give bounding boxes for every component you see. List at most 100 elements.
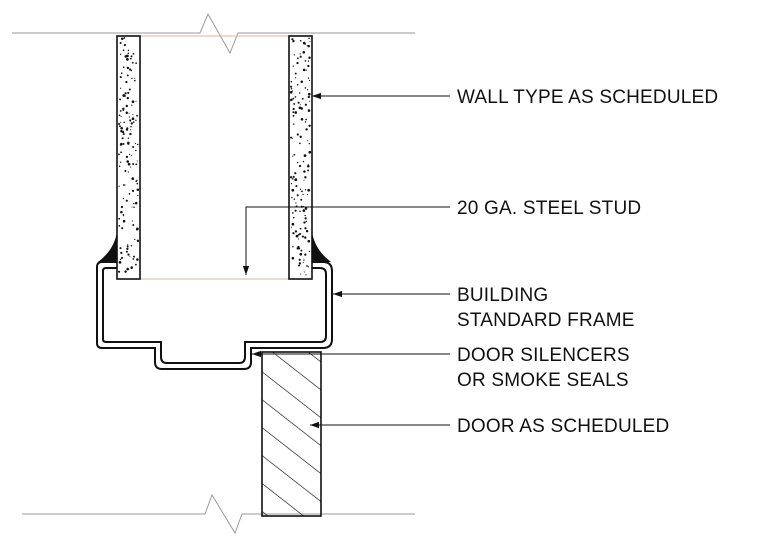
gypsum-speckle	[303, 179, 305, 181]
gypsum-speckle	[123, 121, 125, 124]
left-sealant-bead	[98, 232, 117, 262]
gypsum-speckle	[128, 153, 131, 156]
gypsum-speckle	[120, 115, 122, 117]
gypsum-speckle	[131, 77, 133, 79]
gypsum-speckle	[304, 207, 308, 210]
gypsum-speckle	[292, 212, 294, 214]
gypsum-speckle	[119, 258, 122, 261]
gypsum-speckle	[296, 194, 299, 197]
gypsum-speckle	[305, 118, 307, 121]
gypsum-speckle	[125, 250, 128, 253]
gypsum-speckle	[303, 221, 306, 224]
gypsum-speckle	[125, 80, 128, 84]
gypsum-speckle	[303, 259, 305, 261]
gypsum-speckle	[122, 130, 124, 132]
gypsum-speckle	[307, 60, 310, 62]
gypsum-speckle	[307, 266, 310, 268]
label-silencers-line2: OR SMOKE SEALS	[457, 370, 629, 391]
label-frame-line1: BUILDING	[457, 285, 548, 306]
gypsum-speckle	[295, 234, 299, 238]
gypsum-speckle	[133, 202, 135, 205]
gypsum-speckle	[304, 189, 307, 191]
gypsum-speckle	[136, 160, 138, 162]
gypsum-speckle	[304, 236, 307, 239]
gypsum-speckle	[292, 246, 294, 248]
gypsum-speckle	[292, 41, 294, 43]
gypsum-speckle	[130, 266, 133, 269]
gypsum-speckle	[120, 130, 123, 133]
gypsum-speckle	[292, 232, 295, 235]
gypsum-speckle	[302, 51, 306, 54]
gypsum-speckle	[131, 190, 134, 192]
top-break-line	[12, 12, 415, 55]
gypsum-speckle	[133, 79, 136, 82]
gypsum-speckle	[299, 53, 301, 55]
gypsum-speckle	[127, 52, 130, 55]
gypsum-speckle	[127, 162, 131, 166]
gypsum-speckle	[129, 255, 131, 257]
gypsum-speckle	[130, 125, 132, 128]
gypsum-speckle	[298, 264, 301, 267]
gypsum-speckle	[132, 146, 135, 148]
gypsum-speckle	[119, 98, 122, 101]
gypsum-speckle	[299, 188, 302, 190]
gypsum-speckle	[131, 154, 133, 156]
gypsum-speckle	[308, 37, 310, 40]
gypsum-speckle	[134, 77, 136, 79]
gypsum-speckle	[130, 69, 133, 72]
gypsum-speckle	[119, 110, 122, 112]
gypsum-speckle	[293, 153, 296, 156]
gypsum-speckle	[299, 135, 302, 139]
left-gypsum-board	[116, 35, 141, 280]
gypsum-speckle	[296, 247, 299, 250]
gypsum-speckle	[131, 104, 133, 106]
gypsum-speckle	[122, 214, 125, 216]
gypsum-speckle	[299, 142, 301, 145]
gypsum-speckle	[300, 249, 303, 252]
gypsum-speckle	[135, 149, 137, 152]
gypsum-speckle	[122, 133, 125, 136]
gypsum-speckle	[302, 209, 306, 212]
gypsum-speckle	[293, 102, 296, 105]
gypsum-speckle	[125, 155, 129, 159]
gypsum-speckle	[136, 227, 139, 231]
gypsum-speckle	[304, 227, 307, 230]
gypsum-speckle	[118, 217, 121, 220]
gypsum-speckle	[298, 258, 301, 261]
gypsum-speckle	[306, 193, 309, 195]
gypsum-speckle	[132, 224, 135, 226]
gypsum-speckle	[299, 210, 301, 213]
gypsum-speckle	[303, 271, 305, 273]
gypsum-speckle	[303, 170, 306, 173]
gypsum-speckle	[299, 55, 302, 58]
gypsum-speckle	[297, 233, 300, 236]
gypsum-speckle	[297, 101, 300, 104]
label-door: DOOR AS SCHEDULED	[457, 416, 669, 437]
gypsum-speckle	[118, 165, 121, 168]
gypsum-speckle	[135, 62, 137, 64]
gypsum-speckle	[122, 107, 125, 111]
gypsum-speckle	[125, 111, 129, 114]
label-frame-line2: STANDARD FRAME	[457, 310, 635, 331]
gypsum-speckle	[129, 119, 132, 122]
gypsum-speckle	[134, 201, 138, 205]
gypsum-speckle	[130, 129, 132, 131]
gypsum-speckle	[128, 68, 132, 71]
label-wall-type: WALL TYPE AS SCHEDULED	[457, 87, 718, 108]
gypsum-speckle	[119, 76, 122, 78]
gypsum-speckle	[130, 166, 132, 168]
gypsum-speckle	[119, 125, 121, 128]
gypsum-speckle	[294, 178, 298, 182]
gypsum-speckle	[124, 92, 127, 95]
gypsum-speckle	[120, 37, 124, 40]
gypsum-speckle	[307, 165, 310, 168]
gypsum-speckle	[132, 121, 135, 123]
gypsum-speckle	[118, 114, 121, 117]
gypsum-speckle	[120, 126, 124, 130]
gypsum-speckle	[307, 188, 311, 192]
gypsum-speckle	[131, 206, 133, 208]
gypsum-speckle	[124, 169, 127, 173]
gypsum-speckle	[118, 185, 120, 187]
gypsum-speckle	[127, 49, 130, 52]
gypsum-speckle	[308, 56, 311, 60]
